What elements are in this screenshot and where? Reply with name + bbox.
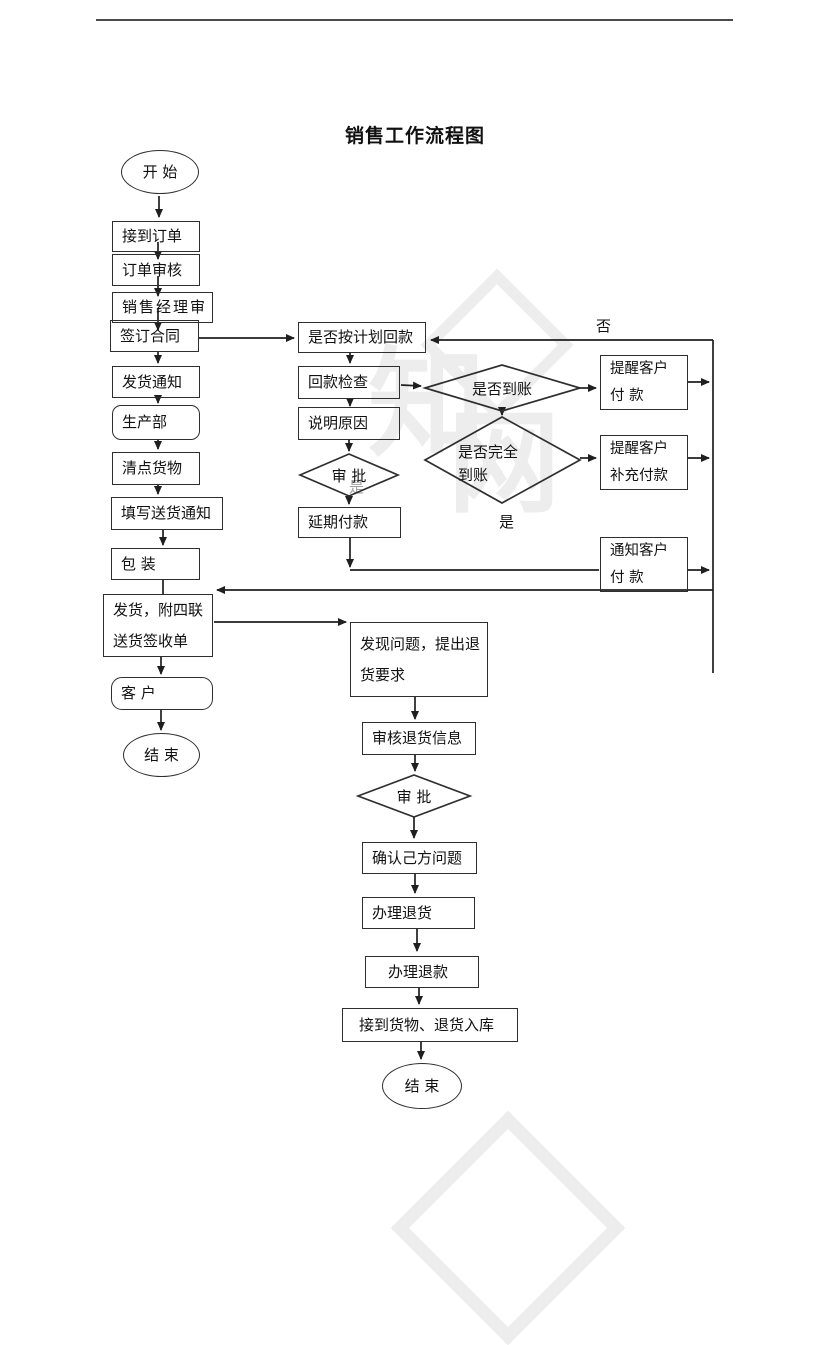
node-receive-goods-restock: 接到货物、退货入库 [342,1008,518,1042]
label-no: 否 [596,317,612,335]
node-explain-reason: 说明原因 [298,407,400,440]
diamond-is-paid [422,364,584,412]
node-plan-payment-check: 是否按计划回款 [298,322,426,353]
node-handle-return: 办理退货 [362,897,475,929]
node-approval-mid: 审 批 [331,466,367,485]
node-notify-customer-pay: 通知客户 付 款 [600,537,688,592]
node-problem-return-request: 发现问题，提出退 货要求 [350,622,488,697]
node-remind-customer-pay-line2: 付 款 [610,387,644,404]
node-is-fully-paid-line2: 到账 [458,466,489,484]
node-remind-customer-supplement: 提醒客户 补充付款 [600,435,688,490]
node-sales-manager-review: 销售经理审 [112,292,213,323]
diamond-is-fully-paid [423,416,582,504]
node-sign-contract: 签订合同 [110,320,199,352]
node-remind-customer-pay: 提醒客户 付 款 [600,355,688,410]
node-notify-customer-pay-line2: 付 款 [610,569,644,586]
node-ship-goods-line1: 发货，附四联 [113,600,204,619]
page-top-rule [96,19,733,21]
node-delivery-notice: 发货通知 [112,366,200,398]
flowchart-edges [154,196,714,1060]
watermark-char-zhi: 知 [368,335,487,473]
node-remind-customer-supplement-line2: 补充付款 [610,467,668,484]
node-remind-customer-supplement-line1: 提醒客户 [610,440,668,457]
node-is-paid: 是否到账 [471,379,532,398]
node-packaging: 包 装 [111,548,200,580]
node-ship-goods: 发货，附四联 送货签收单 [103,594,213,657]
node-problem-return-request-line2: 货要求 [360,665,406,684]
node-ship-goods-line2: 送货签收单 [113,631,189,650]
node-end-left: 结 束 [123,733,200,777]
node-end-bottom: 结 束 [382,1063,462,1109]
label-yes: 是 [499,513,515,531]
node-remind-customer-pay-line1: 提醒客户 [610,360,668,377]
node-start: 开 始 [121,150,199,194]
node-notify-customer-pay-line1: 通知客户 [610,542,668,559]
node-order-review: 订单审核 [112,254,200,286]
node-production-dept: 生产部 [112,405,200,440]
diamond-approval-bottom [355,774,473,818]
document-page: 知 网 销售工作流程图 [96,19,733,1345]
node-is-fully-paid-line1: 是否完全 [458,443,519,461]
node-fill-delivery-note: 填写送货通知 [111,497,223,530]
node-customer: 客 户 [111,677,213,710]
node-problem-return-request-line1: 发现问题，提出退 [360,634,481,653]
node-review-return-info: 审核退货信息 [362,722,476,755]
node-handle-refund: 办理退款 [365,956,479,988]
page-title: 销售工作流程图 [344,125,485,147]
diamond-approval-mid [297,453,401,497]
node-payment-check: 回款检查 [298,366,400,399]
node-receive-order: 接到订单 [112,221,200,252]
node-deferred-payment: 延期付款 [298,507,401,538]
node-is-fully-paid: 是否完全 到账 [458,441,568,491]
node-approval-bottom: 审 批 [396,787,432,806]
node-confirm-own-problem: 确认己方问题 [362,842,477,874]
node-count-goods: 清点货物 [112,452,200,485]
